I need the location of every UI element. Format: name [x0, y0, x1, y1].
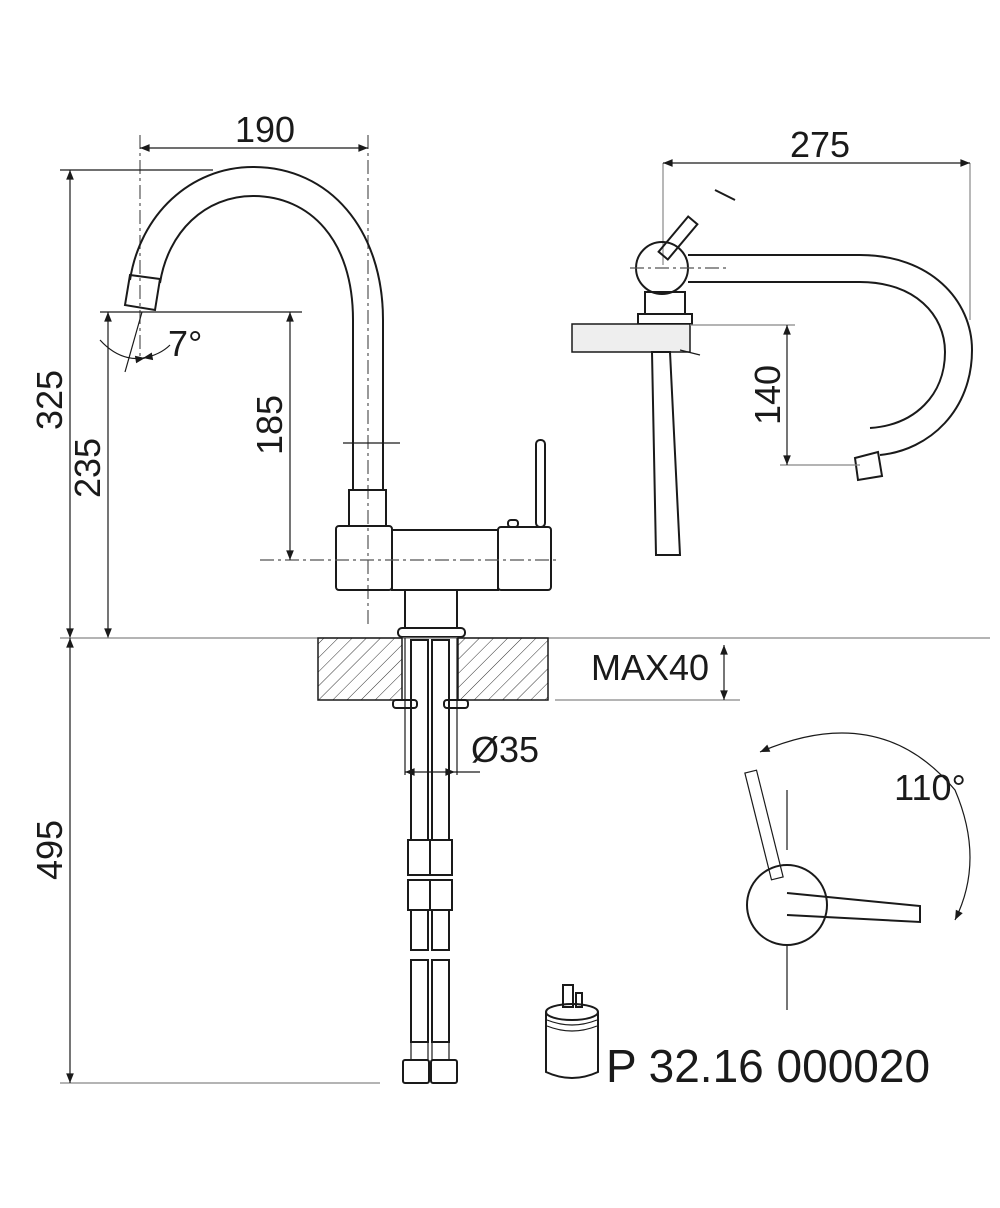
- spout-inner: [159, 194, 354, 490]
- dim-35-label: Ø35: [471, 729, 539, 770]
- lever-rotation-view: 110°: [744, 732, 971, 1010]
- nut-right: [443, 699, 469, 709]
- hose-nut-left: [402, 1059, 430, 1084]
- dim-185-label: 185: [249, 395, 290, 455]
- side-view: 275 140: [571, 124, 974, 556]
- dim-325-label: 325: [29, 370, 70, 430]
- cartridge: P 32.16 000020: [545, 984, 930, 1092]
- side-deck: [571, 323, 691, 353]
- cartridge-pin: [575, 992, 583, 1008]
- fitting-right: [429, 839, 453, 876]
- rotation-body-circle: [746, 864, 828, 946]
- angle-arc-right: [142, 344, 171, 361]
- lever-handle: [535, 439, 546, 528]
- cartridge-rings: [546, 1019, 598, 1032]
- angle-arc-left: [99, 339, 146, 364]
- base-ring: [397, 627, 466, 638]
- dim-140-label: 140: [747, 365, 788, 425]
- hose-right-mid: [431, 909, 450, 951]
- side-lever: [657, 215, 699, 261]
- side-spout-outer: [688, 254, 974, 456]
- side-body-base: [644, 291, 686, 315]
- side-hose: [650, 351, 682, 556]
- hole-lines: [404, 638, 458, 775]
- hose-right-upper: [431, 639, 450, 841]
- dim-190-label: 190: [235, 109, 295, 150]
- hose-right-lower: [431, 959, 450, 1043]
- spout-outer: [129, 165, 384, 490]
- deck-section-left: [317, 637, 403, 701]
- dim-max40-label: MAX40: [591, 647, 709, 688]
- fitting-left-2: [407, 879, 431, 911]
- hoses: [402, 639, 458, 1084]
- cartridge-code: P 32.16 000020: [606, 1040, 930, 1092]
- dim-495-label: 495: [29, 820, 70, 880]
- deck-section-right: [457, 637, 549, 701]
- aerator-nozzle: [123, 273, 162, 312]
- dim-235-label: 235: [67, 438, 108, 498]
- cartridge-stem: [562, 984, 574, 1008]
- lever-closed-position: [786, 892, 921, 924]
- hose-left-upper: [410, 639, 429, 841]
- side-detail: [679, 349, 701, 356]
- side-spout-inner: [688, 281, 947, 429]
- fitting-right-2: [429, 879, 453, 911]
- lever-open-position: [744, 769, 784, 881]
- nut-left: [392, 699, 418, 709]
- cartridge-body: [545, 1012, 599, 1079]
- hose-nut-right: [430, 1059, 458, 1084]
- front-view: 190 7° 325 235 185: [29, 109, 990, 1084]
- dim-275-label: 275: [790, 124, 850, 165]
- body-left-block: [335, 525, 393, 591]
- rotation-arc: [759, 732, 971, 921]
- hose-left-lower: [410, 959, 429, 1043]
- hose-ends: [410, 1042, 450, 1060]
- hose-left-mid: [410, 909, 429, 951]
- angle-line: [124, 311, 143, 373]
- lever-knob: [507, 519, 519, 528]
- stem: [404, 590, 458, 628]
- body-right-block: [497, 526, 552, 591]
- side-nozzle: [853, 450, 884, 482]
- fitting-left: [407, 839, 431, 876]
- rotation-110-label: 110°: [894, 767, 966, 808]
- angle-7-label: 7°: [168, 323, 202, 364]
- side-lever-tip: [714, 189, 736, 201]
- side-ring: [637, 313, 693, 325]
